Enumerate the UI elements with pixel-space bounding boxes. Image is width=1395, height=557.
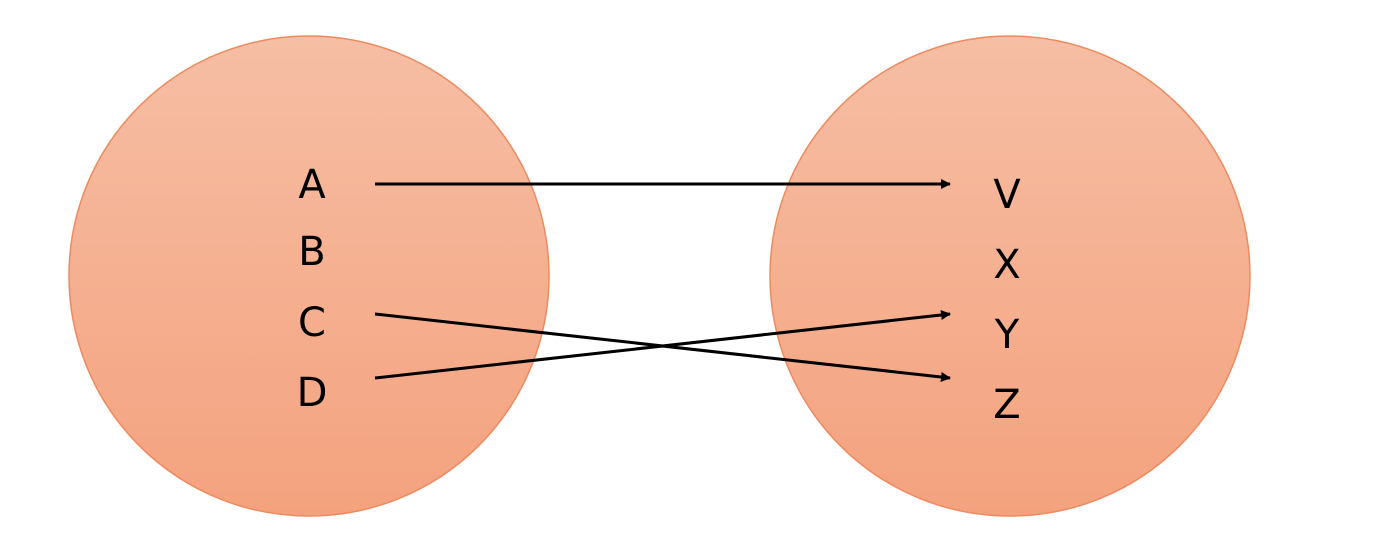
right-item-y: Y — [994, 312, 1020, 358]
left-item-d: D — [297, 370, 328, 416]
left-set-labels: A B C D — [297, 162, 328, 416]
left-item-c: C — [298, 300, 326, 346]
right-item-x: X — [993, 242, 1020, 288]
right-item-v: V — [993, 172, 1021, 218]
left-item-b: B — [298, 229, 325, 275]
right-set-labels: V X Y Z — [993, 172, 1021, 428]
mapping-arrows — [374, 179, 951, 382]
left-set-circle — [68, 35, 550, 517]
arrow-d-to-y — [374, 310, 951, 380]
left-item-a: A — [298, 162, 326, 208]
right-set-circle — [769, 35, 1251, 517]
right-item-z: Z — [993, 382, 1020, 428]
